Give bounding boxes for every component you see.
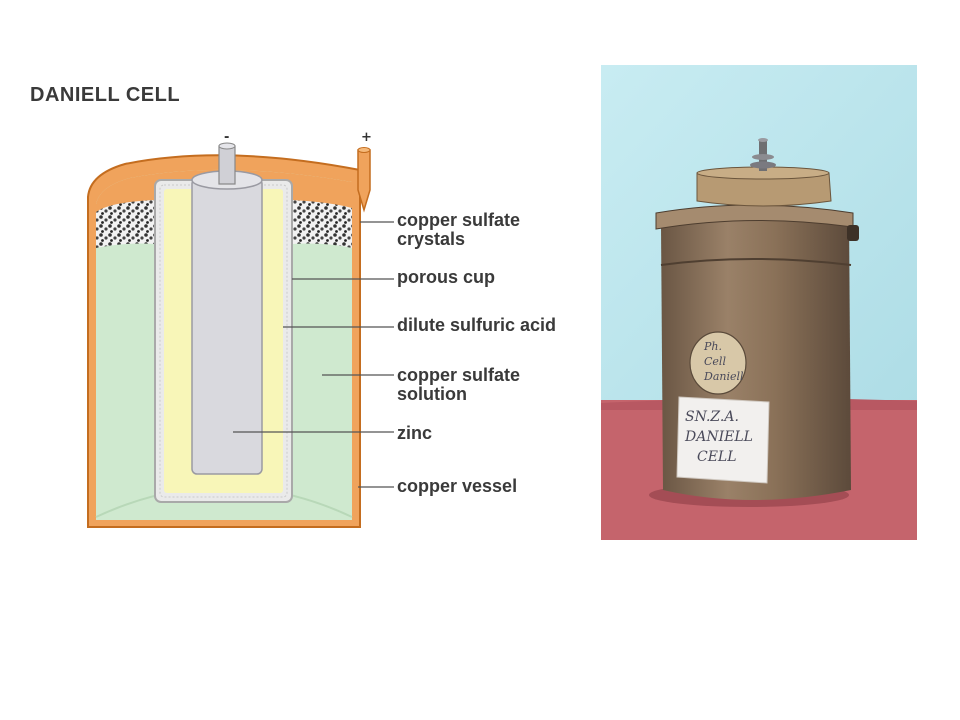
label-copper-vessel: copper vessel	[397, 476, 518, 496]
label-line: DANIELL	[685, 429, 753, 445]
label-copper-sulfate-solution: copper sulfate solution	[397, 366, 520, 404]
label-line: solution	[397, 384, 467, 404]
negative-terminal	[218, 145, 236, 185]
tag-line: Cell	[704, 355, 726, 368]
wooden-lid	[696, 172, 832, 207]
round-tag	[689, 331, 747, 395]
daniell-cell-diagram: DANIELL CELL	[0, 62, 590, 552]
label-zinc: zinc	[397, 423, 433, 443]
label-line: CELL	[697, 449, 737, 465]
diagram-title: DANIELL CELL	[30, 84, 181, 106]
label-line: SN.Z.A.	[685, 409, 739, 425]
leader-lines	[233, 221, 394, 488]
tag-line: Ph.	[704, 340, 722, 353]
round-tag-text: Ph. Cell Daniell	[704, 339, 744, 384]
label-copper-sulfate-crystals: copper sulfate crystals	[397, 211, 520, 249]
negative-terminal-label: -	[224, 130, 230, 145]
photo-illustration	[601, 65, 917, 540]
copper-sulfate-crystals-right	[292, 200, 352, 248]
copper-sulfate-crystals-left	[96, 200, 155, 248]
paper-label-text: SN.Z.A. DANIELL CELL	[685, 407, 753, 467]
label-porous-cup: porous cup	[397, 267, 495, 287]
tag-line: Daniell	[704, 370, 744, 383]
daniell-cell-photo: Ph. Cell Daniell SN.Z.A. DANIELL CELL	[601, 65, 917, 540]
label-dilute-sulfuric-acid: dilute sulfuric acid	[397, 315, 557, 335]
zinc-rod	[191, 178, 263, 475]
label-line: copper sulfate	[397, 210, 521, 230]
positive-terminal-label: +	[361, 130, 372, 145]
label-line: crystals	[397, 229, 466, 249]
label-line: copper sulfate	[397, 365, 521, 385]
paper-label	[676, 396, 770, 484]
cell-cross-section	[87, 142, 394, 528]
